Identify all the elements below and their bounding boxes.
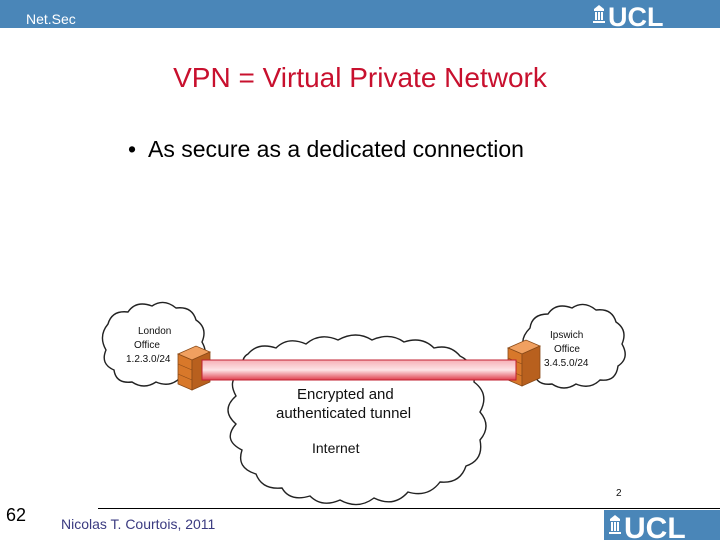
london-label-line2: Office [134, 340, 160, 351]
bullet-dot: • [128, 136, 148, 163]
london-label-line3: 1.2.3.0/24 [126, 354, 171, 365]
page-number: 62 [6, 505, 26, 526]
ipswich-label-line2: Office [554, 344, 580, 355]
ipswich-label-line3: 3.4.5.0/24 [544, 358, 589, 369]
ucl-logo-top: UCL [590, 2, 700, 28]
slide-title: VPN = Virtual Private Network [0, 62, 720, 94]
ucl-logo-bottom-text: UCL [624, 512, 686, 540]
inner-page-number: 2 [616, 488, 622, 499]
ucl-logo-bottom: UCL [604, 510, 720, 540]
author-credit: Nicolas T. Courtois, 2011 [61, 516, 215, 532]
ipswich-label-line1: Ipswich [550, 330, 583, 341]
footer-divider [98, 508, 720, 509]
bullet-item: •As secure as a dedicated connection [128, 136, 524, 163]
internet-label: Internet [312, 440, 360, 456]
vpn-diagram: London Office 1.2.3.0/24 Ipswich Office … [98, 284, 638, 512]
course-label: Net.Sec [26, 11, 76, 27]
tunnel-label-line1: Encrypted and [297, 386, 394, 403]
tunnel-label-line2: authenticated tunnel [276, 405, 411, 422]
bullet-text: As secure as a dedicated connection [148, 136, 524, 162]
vpn-tunnel [202, 360, 516, 380]
ucl-logo-top-text: UCL [608, 2, 664, 28]
london-label-line1: London [138, 326, 171, 337]
